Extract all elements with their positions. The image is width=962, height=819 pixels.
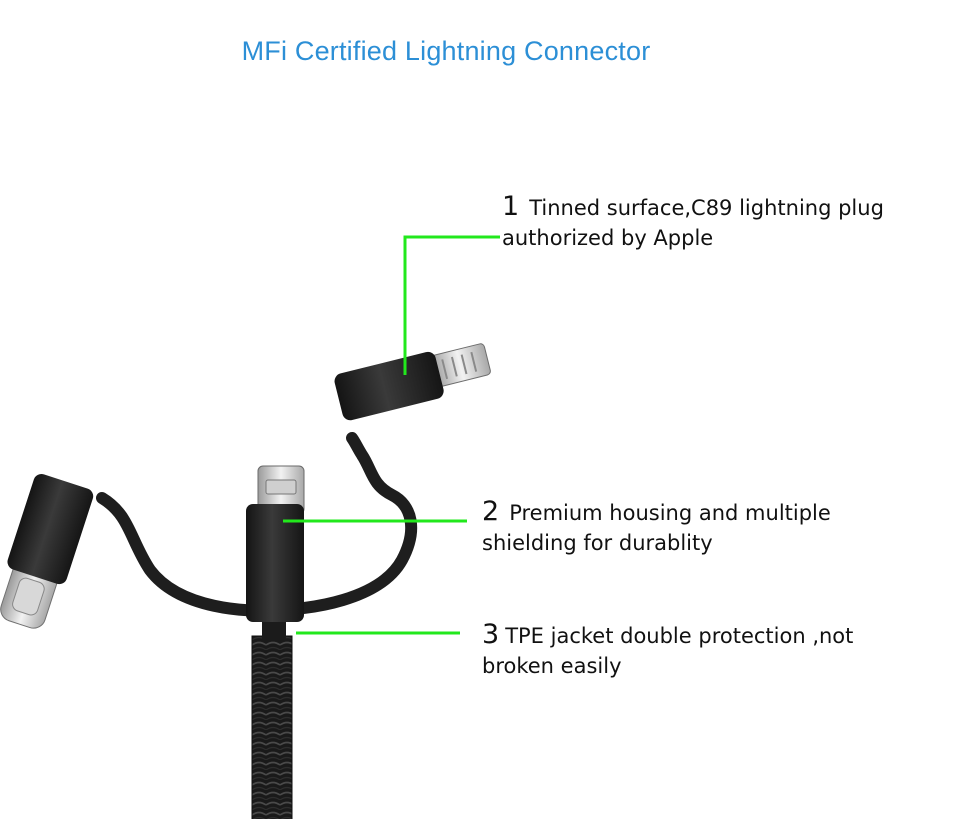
callout-housing: 2 Premium housing and multiple shielding … (482, 497, 831, 558)
callout-lightning-plug: 1 Tinned surface,C89 lightning plug autho… (502, 192, 884, 253)
callout-number: 3 (482, 619, 500, 650)
micro-usb-plug (246, 465, 305, 622)
callout-text-line2: shielding for durablity (482, 531, 713, 555)
callout-text-line1: Tinned surface,C89 lightning plug (529, 196, 884, 220)
lightning-plug (334, 343, 491, 421)
braided-cable (251, 618, 293, 819)
callout-text-line2: broken easily (482, 654, 622, 678)
leader-lines (283, 235, 500, 635)
page-title: MFi Certified Lightning Connector (241, 36, 651, 66)
tpe-tether (96, 432, 418, 617)
callout-text-line1: TPE jacket double protection ,not (505, 624, 854, 648)
leader-line-1 (403, 235, 500, 375)
usb-c-plug (0, 473, 94, 629)
callout-text-line2: authorized by Apple (502, 226, 714, 250)
callout-text-line1: Premium housing and multiple (509, 501, 831, 525)
callout-number: 2 (482, 496, 500, 527)
callout-number: 1 (502, 191, 520, 222)
